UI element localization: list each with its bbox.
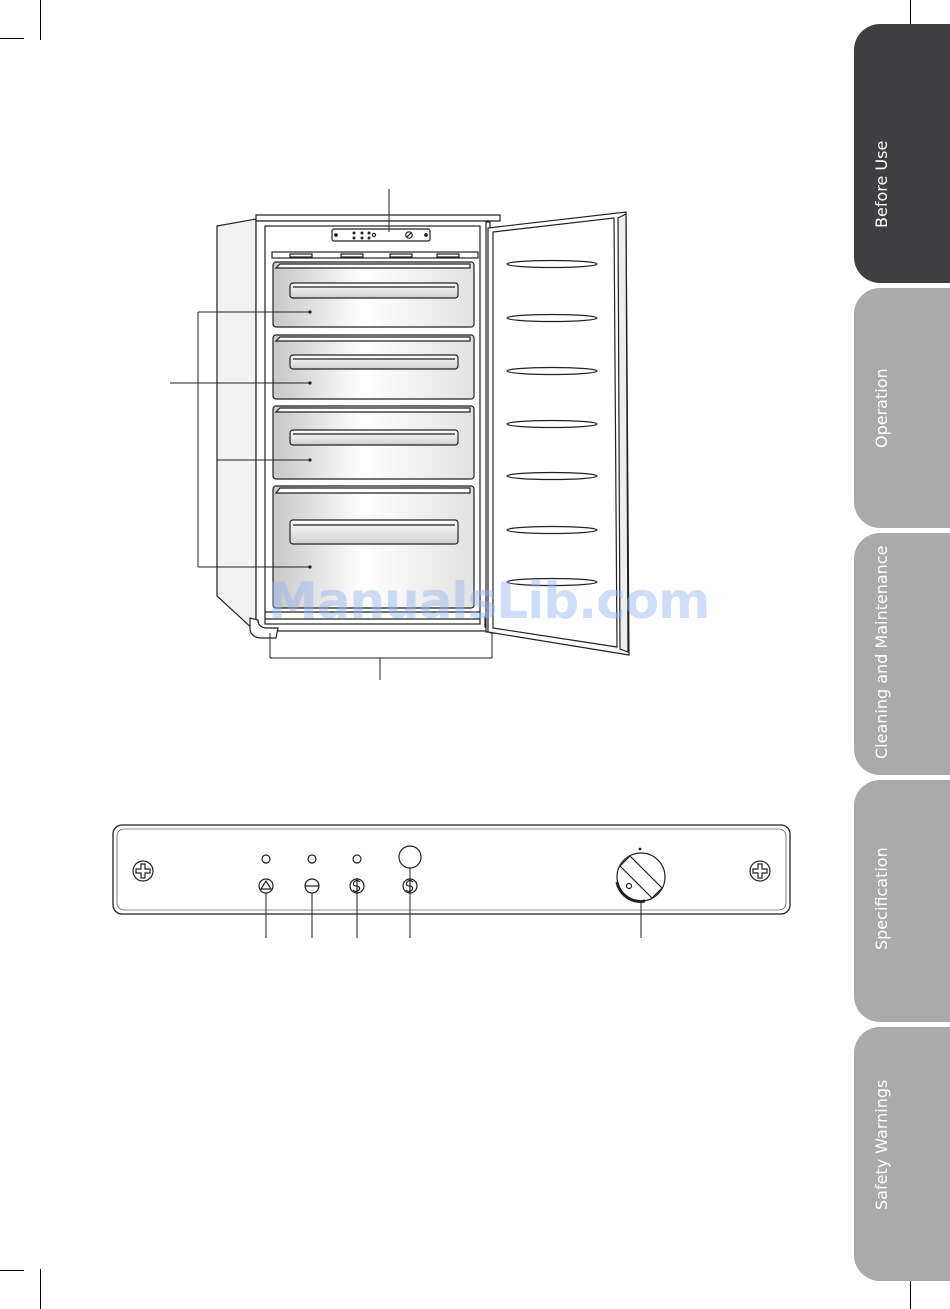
tab-specification[interactable]: Specification: [854, 780, 950, 1022]
watermark: ManualsLib.com: [268, 572, 709, 630]
tab-label: Safety Warnings: [874, 1080, 890, 1210]
tab-safety-warnings[interactable]: Safety Warnings: [854, 1027, 950, 1281]
tab-label: Cleaning and Maintenance: [874, 546, 890, 759]
tab-before-use[interactable]: Before Use: [854, 24, 950, 283]
tab-label: Operation: [874, 368, 890, 448]
tab-operation[interactable]: Operation: [854, 288, 950, 528]
tab-cleaning-and-maintenance[interactable]: Cleaning and Maintenance: [854, 533, 950, 775]
tab-label: Specification: [874, 847, 890, 950]
tab-label: Before Use: [874, 141, 890, 228]
control-panel: [113, 825, 790, 914]
